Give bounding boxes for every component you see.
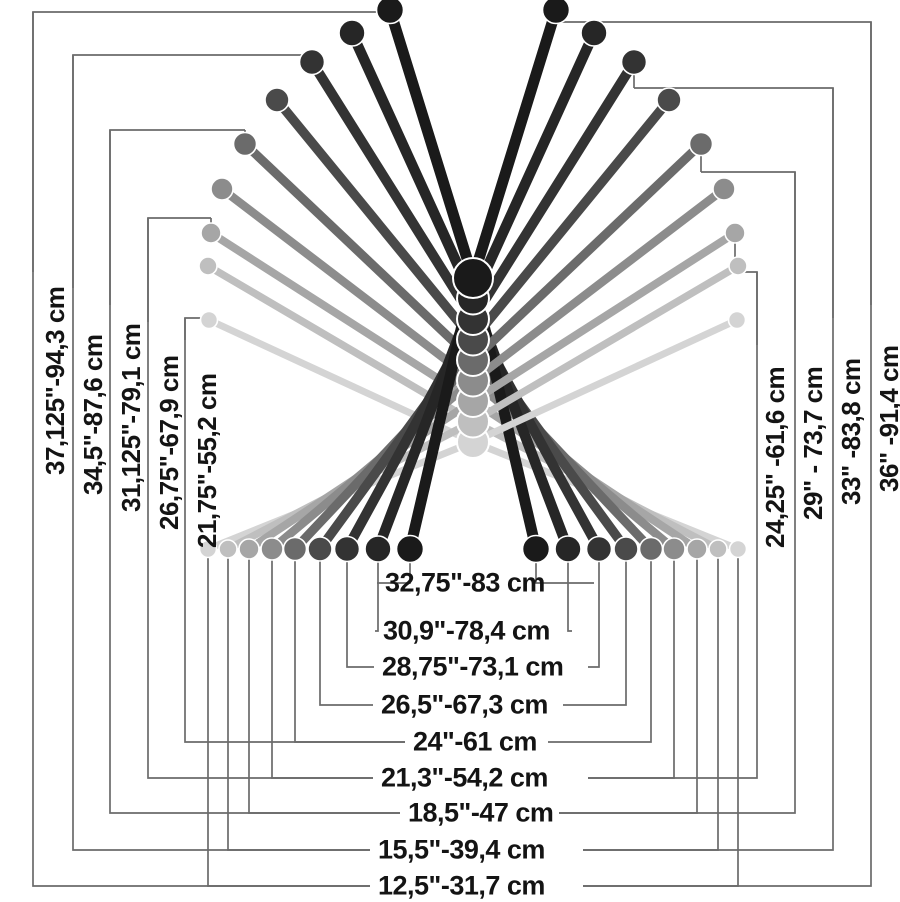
right-dimension-label: 24,25" -61,6 cm: [760, 366, 790, 548]
leader-lines: [32, 10, 872, 887]
bottom-dimension-label: 18,5"-47 cm: [408, 797, 554, 828]
arm-end-caps: [198, 0, 748, 564]
pivot-joints: [452, 257, 494, 459]
left-dimension-label: 21,75"-55,2 cm: [192, 373, 222, 548]
right-dimension-label: 29" - 73,7 cm: [798, 366, 828, 520]
bottom-dimension-label: 21,3"-54,2 cm: [381, 762, 548, 793]
left-dimension-label: 37,125"-94,3 cm: [40, 286, 70, 475]
left-dimension-label: 31,125"-79,1 cm: [116, 323, 146, 512]
right-dimension-label: 33" -83,8 cm: [836, 358, 866, 505]
bottom-dimension-label: 12,5"-31,7 cm: [378, 870, 545, 901]
bottom-dimension-label: 30,9"-78,4 cm: [383, 615, 550, 646]
right-dimension-label: 36" -91,4 cm: [874, 345, 900, 492]
bottom-dimension-label: 26,5"-67,3 cm: [381, 689, 548, 720]
left-dimension-label: 34,5"-87,6 cm: [78, 334, 108, 496]
left-dimension-label: 26,75"-67,9 cm: [154, 355, 184, 530]
bottom-dimension-label: 24"-61 cm: [413, 726, 537, 757]
bottom-dimension-label: 15,5"-39,4 cm: [378, 834, 545, 865]
bottom-dimension-label: 32,75"-83 cm: [385, 567, 545, 598]
bottom-dimension-label: 28,75"-73,1 cm: [382, 651, 564, 682]
